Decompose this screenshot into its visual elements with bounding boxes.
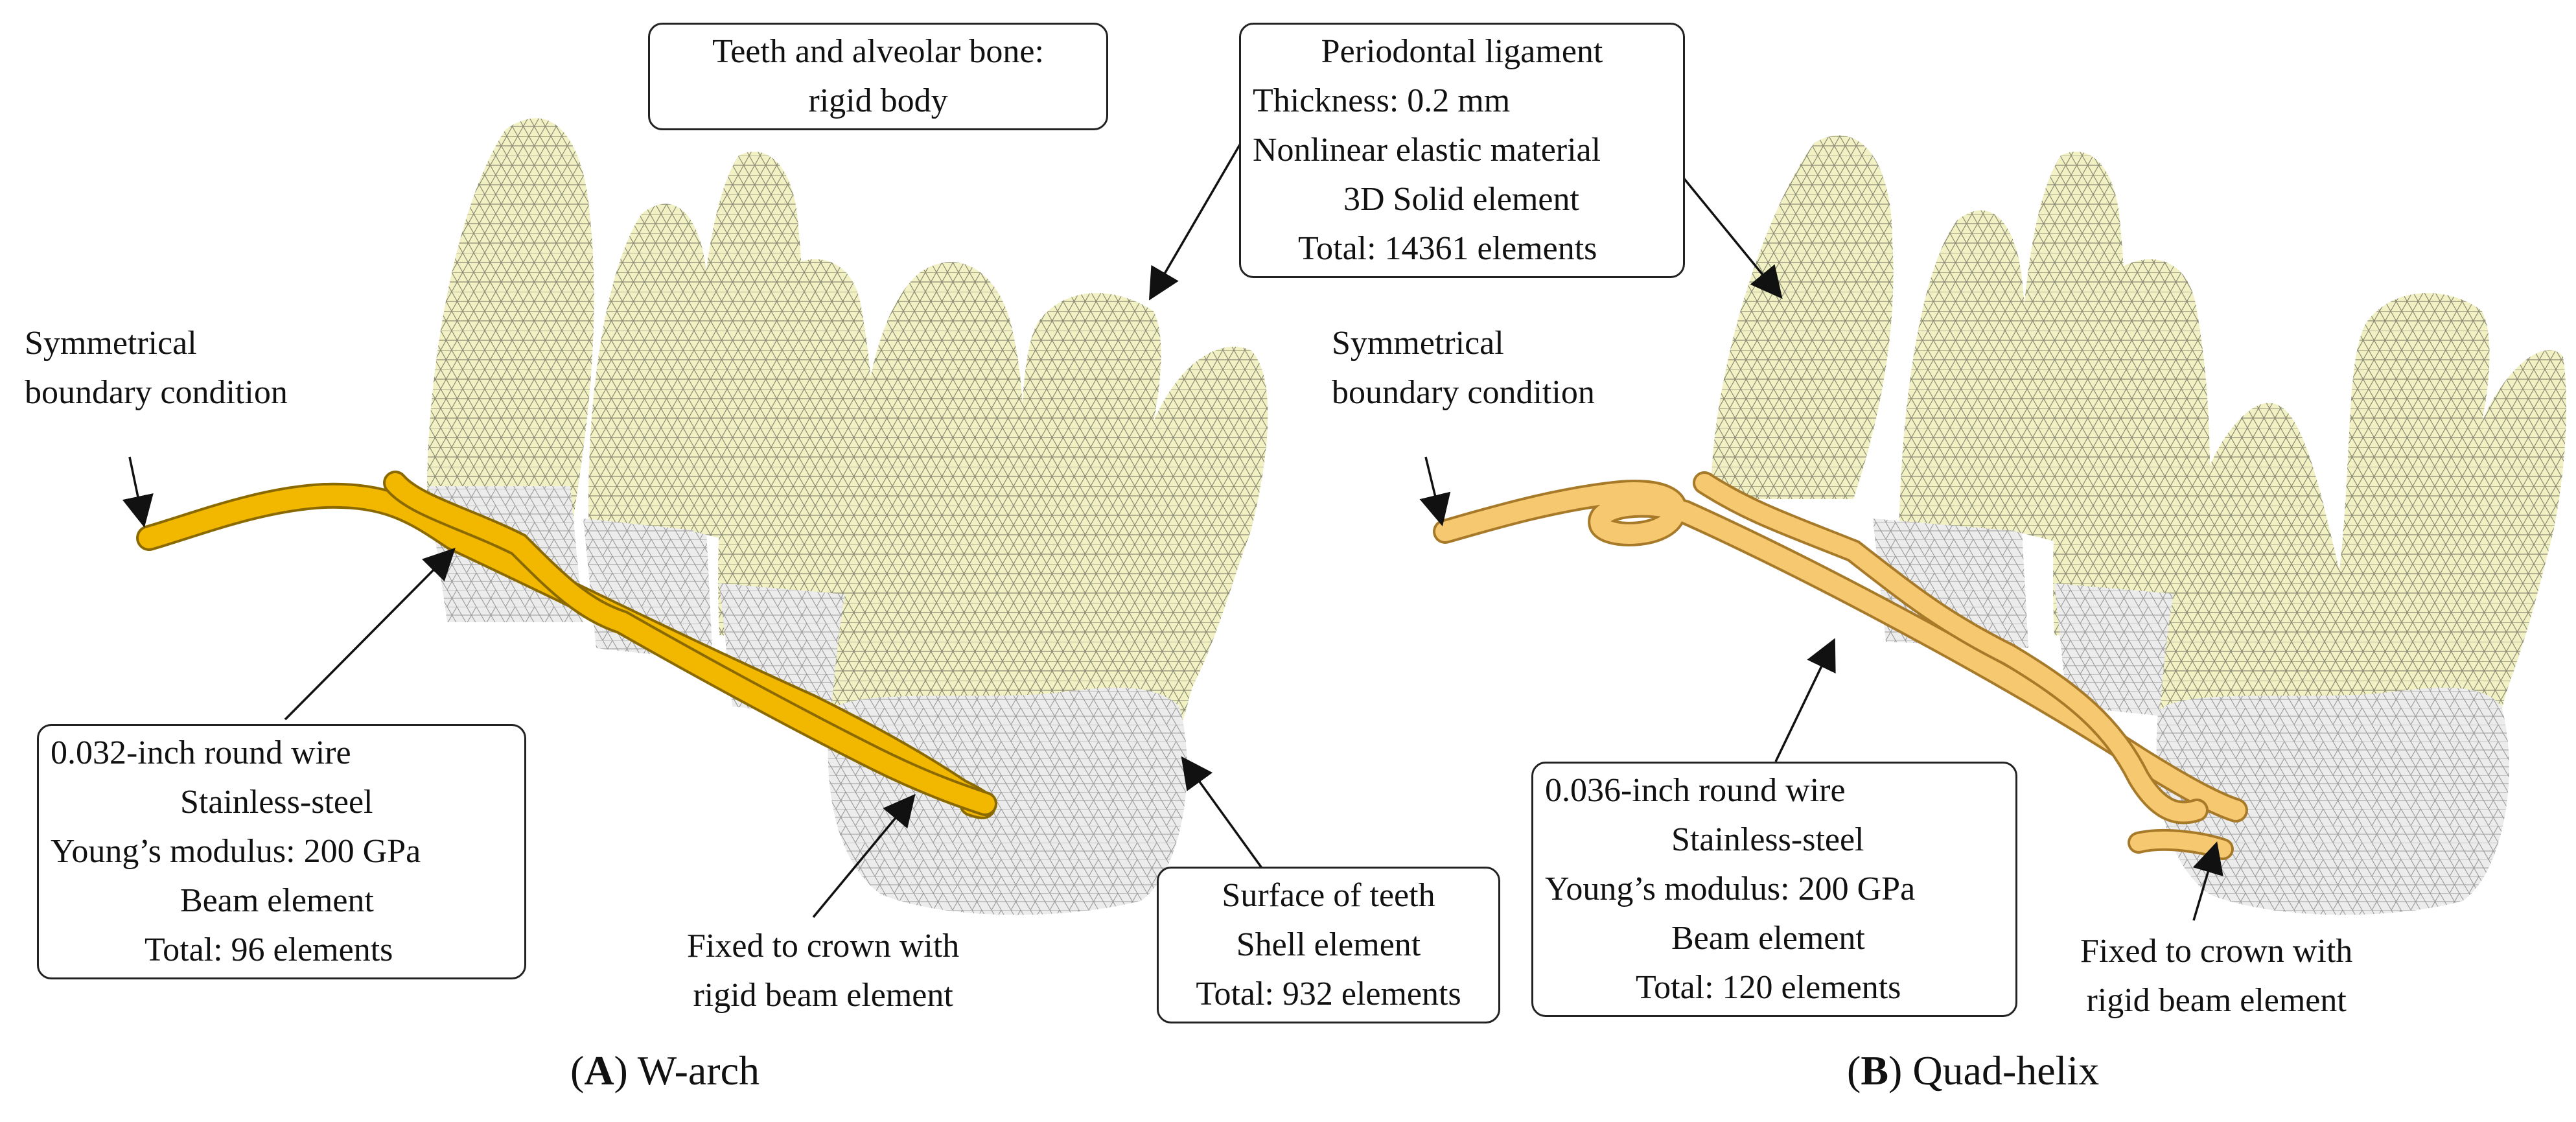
arrow-fixed-b — [2192, 841, 2223, 921]
tooth-a-2 — [583, 204, 713, 661]
arrow-pdl-a — [1148, 142, 1242, 301]
w-arch-wire — [136, 471, 997, 819]
teeth-model-b — [1711, 135, 2566, 915]
symmetry-label-b: Symmetrical boundary condition — [1332, 325, 1595, 411]
quad-helix-wire — [1433, 471, 2248, 860]
arrow-wire-a — [284, 548, 456, 721]
teeth-model-a — [426, 118, 1268, 915]
arrow-surface-a — [1181, 756, 1268, 876]
arrow-symmetry-a — [122, 456, 154, 528]
tooth-b-4 — [2053, 259, 2210, 719]
arrows — [122, 142, 2223, 921]
caption-a-letter: A — [584, 1047, 614, 1093]
tooth-b-2 — [1873, 210, 2028, 648]
tooth-b-molar — [2156, 293, 2566, 915]
arrow-wire-b — [1774, 638, 1836, 762]
caption-a-text: W-arch — [637, 1047, 760, 1093]
arrow-fixed-a — [812, 793, 916, 918]
tooth-b-1 — [1711, 135, 1894, 499]
pdl-box: Periodontal ligament Thickness: 0.2 mm N… — [1239, 23, 1685, 278]
symmetry-label-a: Symmetrical boundary condition — [25, 325, 288, 411]
caption-b: (B) Quad-helix — [1847, 1047, 2100, 1093]
arrow-symmetry-b — [1419, 456, 1451, 526]
wire-box-a: 0.032-inch round wire Stainless-steel Yo… — [37, 724, 526, 979]
arrow-pdl-b — [1677, 170, 1783, 299]
caption-a: (A) W-arch — [570, 1047, 760, 1093]
surface-box: Surface of teeth Shell element Total: 93… — [1157, 867, 1500, 1023]
fixed-label-b: Fixed to crown with rigid beam element — [2080, 933, 2353, 1019]
tooth-a-molar — [828, 293, 1268, 915]
caption-b-letter: B — [1861, 1047, 1888, 1093]
wire-box-b: 0.036-inch round wire Stainless-steel Yo… — [1531, 762, 2017, 1017]
rigid-body-box: Teeth and alveolar bone: rigid body — [648, 23, 1108, 130]
caption-b-text: Quad-helix — [1912, 1047, 2100, 1093]
fixed-label-a: Fixed to crown with rigid beam element — [687, 928, 960, 1014]
